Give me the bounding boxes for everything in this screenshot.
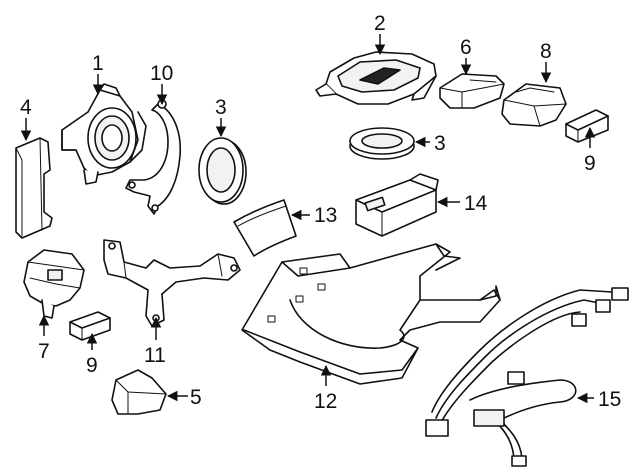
- part-3-ring-right[interactable]: [349, 127, 415, 160]
- part-13-pad[interactable]: [233, 199, 297, 257]
- callout-3-left: 3: [215, 96, 227, 119]
- callout-13: 13: [314, 204, 337, 227]
- part-15-wiring-harness[interactable]: [425, 287, 629, 467]
- callout-7: 7: [38, 340, 50, 363]
- part-3-ring-left[interactable]: [198, 137, 247, 205]
- callout-5: 5: [190, 386, 202, 409]
- part-7-module[interactable]: [23, 249, 85, 319]
- callout-14: 14: [464, 192, 488, 215]
- part-6-connector[interactable]: [439, 73, 505, 109]
- callout-8: 8: [540, 40, 552, 63]
- callout-1: 1: [92, 52, 104, 75]
- part-4-bracket[interactable]: [15, 137, 53, 239]
- callout-labels: 1 2 3 3 4 5 6 7 8 9 9 10 11 12 13 14 15: [20, 12, 621, 413]
- callout-10: 10: [150, 62, 173, 85]
- callout-2: 2: [374, 12, 386, 35]
- part-9-block-right[interactable]: [565, 109, 609, 143]
- callout-11: 11: [144, 344, 166, 367]
- part-1-speaker-housing[interactable]: [61, 83, 147, 185]
- callout-9-left: 9: [86, 354, 98, 377]
- part-11-bracket[interactable]: [103, 239, 241, 327]
- part-5-cap[interactable]: [111, 369, 167, 415]
- callout-12: 12: [314, 390, 337, 413]
- part-14-control-module[interactable]: [355, 173, 439, 237]
- callout-4: 4: [20, 96, 32, 119]
- leader-lines: [20, 34, 596, 404]
- callout-15: 15: [598, 388, 621, 411]
- callout-9-right: 9: [584, 152, 596, 175]
- part-9-block-left[interactable]: [69, 311, 111, 341]
- part-2-module[interactable]: [315, 51, 437, 105]
- part-8-module[interactable]: [501, 83, 567, 127]
- callout-3-right: 3: [434, 132, 446, 155]
- part-12-floor-tray[interactable]: [241, 243, 501, 385]
- callout-6: 6: [460, 36, 472, 59]
